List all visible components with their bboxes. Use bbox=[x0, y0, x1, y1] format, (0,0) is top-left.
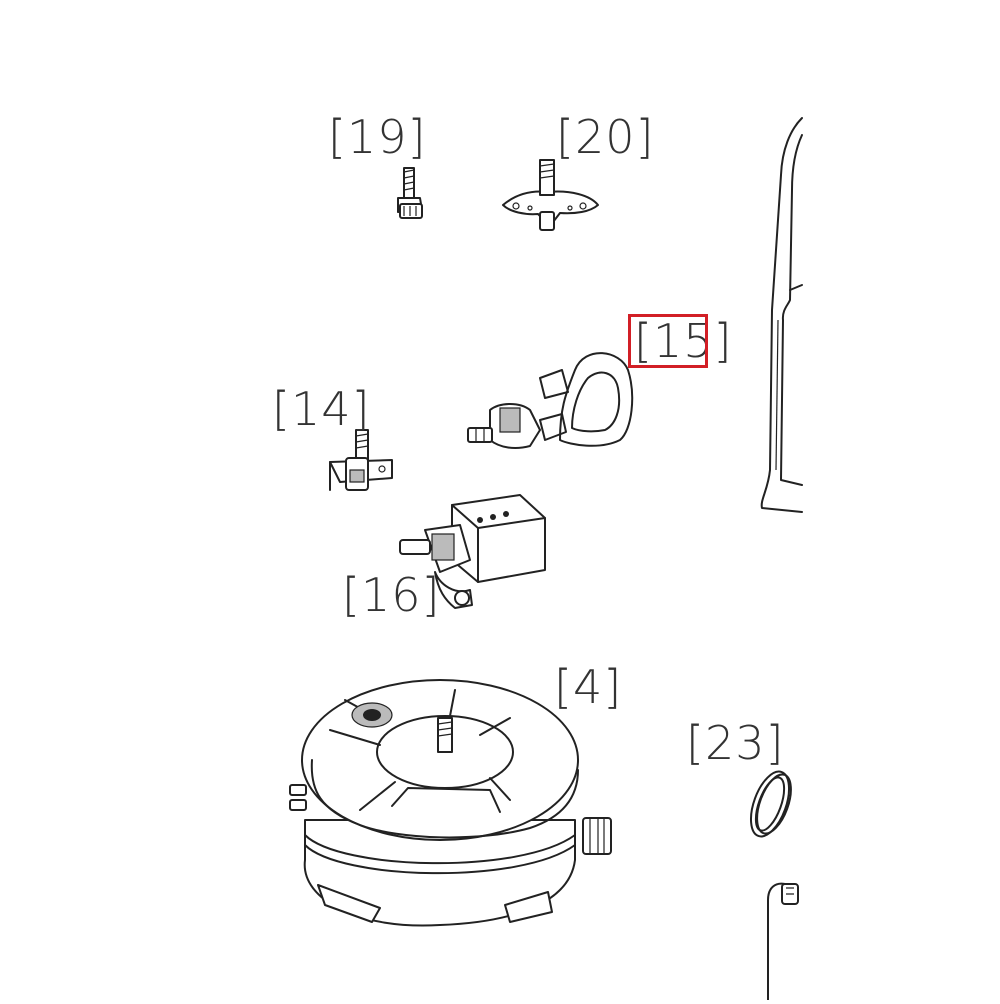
callout-15-highlight-box bbox=[628, 314, 708, 368]
cabinet-outline-icon bbox=[760, 117, 803, 513]
callout-16: [16] bbox=[342, 568, 441, 622]
wire-connector-icon bbox=[767, 882, 799, 1001]
callout-4: [4] bbox=[554, 660, 623, 714]
small-valve-icon bbox=[329, 429, 393, 491]
screw-icon bbox=[397, 167, 423, 219]
callout-19: [19] bbox=[328, 110, 427, 164]
callout-23: [23] bbox=[686, 716, 785, 770]
bracket-fitting-icon bbox=[502, 159, 599, 231]
callout-14: [14] bbox=[272, 382, 371, 436]
callout-15: [15] bbox=[634, 314, 733, 368]
hose-valve-icon bbox=[467, 352, 634, 449]
pump-motor-icon bbox=[289, 679, 612, 927]
solenoid-valve-icon bbox=[399, 494, 546, 609]
seal-ring-icon bbox=[749, 770, 792, 838]
callout-20: [20] bbox=[556, 110, 655, 164]
